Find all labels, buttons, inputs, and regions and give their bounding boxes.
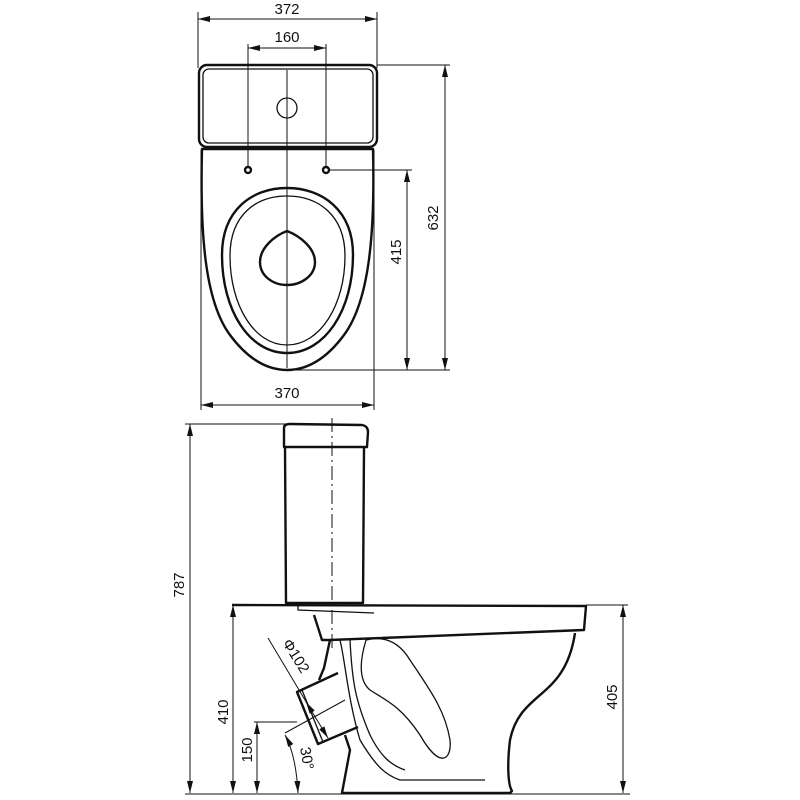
outlet-face (301, 689, 324, 743)
dim-line-diameter (305, 701, 329, 739)
side-view: Φ102 30° 787 410 150 405 (171, 418, 630, 795)
tank-base-plate (297, 605, 375, 614)
trapway-inner (349, 639, 406, 771)
dim-370-label: 370 (274, 385, 299, 402)
dim-787-label: 787 (171, 572, 188, 597)
dim-angle-label: 30° (296, 746, 317, 771)
dim-372-label: 372 (274, 1, 299, 18)
dim-150-label: 150 (239, 737, 256, 762)
tank-lid-inner (202, 68, 374, 144)
dim-405-label: 405 (604, 684, 621, 709)
angle-arc-30 (284, 734, 301, 794)
outlet-pipe (295, 671, 359, 746)
bolt-left (243, 165, 253, 175)
bowl-rim (231, 603, 588, 642)
dim-410-label: 410 (215, 699, 232, 724)
dim-632-label: 632 (425, 205, 442, 230)
tank-body-side (283, 446, 366, 605)
dim-415-label: 415 (388, 239, 405, 264)
trapway-outer (339, 639, 485, 781)
inlet-neck (317, 639, 332, 681)
bowl-body (340, 632, 577, 795)
dim-160-label: 160 (274, 29, 299, 46)
bolt-right (321, 165, 331, 175)
outlet-axis (284, 699, 346, 734)
tank-lid-side (282, 422, 370, 449)
tank-top (197, 63, 379, 149)
dim-diameter-label: Φ102 (279, 636, 313, 676)
bowl-well (360, 637, 451, 759)
top-view: 372 160 632 415 370 (197, 1, 450, 410)
diameter-leader (267, 637, 309, 706)
